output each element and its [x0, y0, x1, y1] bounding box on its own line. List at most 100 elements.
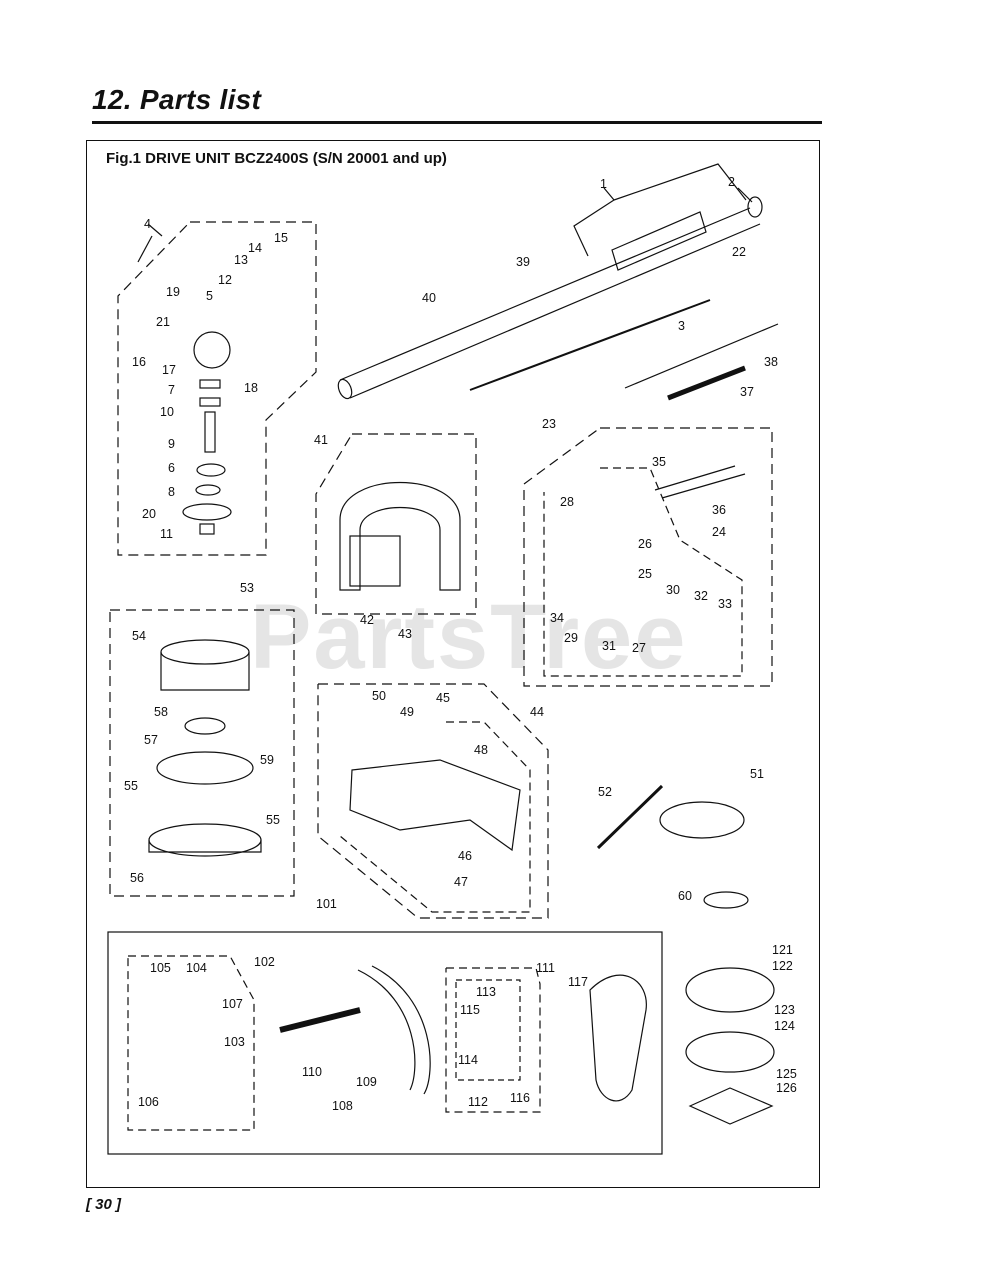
part-number-label: 107 — [222, 997, 243, 1011]
part-number-label: 40 — [422, 291, 436, 305]
part-number-label: 21 — [156, 315, 170, 329]
part-number-label: 117 — [568, 975, 588, 989]
part-number-label: 44 — [530, 705, 544, 719]
part-number-label: 43 — [398, 627, 412, 641]
part-number-label: 32 — [694, 589, 708, 603]
part-number-label: 9 — [168, 437, 175, 451]
part-number-label: 42 — [360, 613, 374, 627]
group-box-4 — [117, 221, 317, 556]
page-title: 12. Parts list — [92, 84, 262, 115]
group-box-23 — [523, 427, 773, 687]
part-number-label: 109 — [356, 1075, 377, 1089]
part-number-label: 125 — [776, 1067, 797, 1081]
part-number-label: 57 — [144, 733, 158, 747]
part-number-label: 22 — [732, 245, 746, 259]
part-number-label: 8 — [168, 485, 175, 499]
group-box-111 — [445, 967, 541, 1113]
part-number-label: 113 — [476, 985, 496, 999]
group-box-102 — [127, 955, 255, 1131]
group-box-112 — [455, 979, 521, 1081]
part-number-label: 17 — [162, 363, 176, 377]
part-number-label: 7 — [168, 383, 175, 397]
part-number-label: 49 — [400, 705, 414, 719]
group-box-45 — [339, 721, 531, 913]
part-number-labels: 1 2 3 4 5 6 7 8 9 10 11 12 13 14 15 16 1… — [124, 175, 797, 1113]
group-box-24 — [543, 467, 743, 677]
part-number-label: 34 — [550, 611, 564, 625]
part-number-label: 25 — [638, 567, 652, 581]
part-number-label: 124 — [774, 1019, 795, 1033]
part-number-label: 58 — [154, 705, 168, 719]
part-number-label: 102 — [254, 955, 275, 969]
part-number-label: 31 — [602, 639, 616, 653]
part-number-label: 39 — [516, 255, 530, 269]
part-number-label: 14 — [248, 241, 262, 255]
part-number-label: 37 — [740, 385, 754, 399]
part-number-label: 6 — [168, 461, 175, 475]
group-box-101 — [107, 931, 663, 1155]
part-number-label: 126 — [776, 1081, 797, 1095]
page-number: [ 30 ] — [86, 1196, 122, 1213]
part-number-label: 110 — [302, 1065, 322, 1079]
part-number-label: 59 — [260, 753, 274, 767]
part-number-label: 55 — [266, 813, 280, 827]
part-number-label: 15 — [274, 231, 288, 245]
part-number-label: 105 — [150, 961, 171, 975]
part-number-label: 60 — [678, 889, 692, 903]
part-number-label: 10 — [160, 405, 174, 419]
part-number-label: 20 — [142, 507, 156, 521]
part-number-label: 1 — [600, 177, 607, 191]
part-number-label: 114 — [458, 1053, 478, 1067]
part-number-label: 26 — [638, 537, 652, 551]
part-number-label: 116 — [510, 1091, 530, 1105]
part-number-label: 29 — [564, 631, 578, 645]
part-number-label: 54 — [132, 629, 146, 643]
part-number-label: 104 — [186, 961, 207, 975]
part-number-label: 48 — [474, 743, 488, 757]
title-rule — [92, 121, 822, 124]
part-number-label: 115 — [460, 1003, 480, 1017]
part-number-label: 2 — [728, 175, 735, 189]
part-number-label: 106 — [138, 1095, 159, 1109]
figure-frame — [86, 140, 820, 1188]
part-number-label: 4 — [144, 217, 151, 231]
part-number-label: 3 — [678, 319, 685, 333]
part-number-label: 23 — [542, 417, 556, 431]
part-number-label: 111 — [536, 961, 555, 975]
part-number-label: 27 — [632, 641, 646, 655]
part-number-label: 38 — [764, 355, 778, 369]
group-box-41 — [315, 433, 477, 615]
part-number-label: 35 — [652, 455, 666, 469]
part-number-label: 33 — [718, 597, 732, 611]
watermark: PartsTree — [250, 586, 688, 688]
group-box-44 — [317, 683, 549, 919]
part-number-label: 41 — [314, 433, 328, 447]
part-number-label: 36 — [712, 503, 726, 517]
part-number-label: 121 — [772, 943, 793, 957]
part-number-label: 13 — [234, 253, 248, 267]
part-number-label: 122 — [772, 959, 793, 973]
part-number-label: 28 — [560, 495, 574, 509]
part-number-label: 46 — [458, 849, 472, 863]
part-number-label: 50 — [372, 689, 386, 703]
part-number-label: 108 — [332, 1099, 353, 1113]
part-number-label: 30 — [666, 583, 680, 597]
part-number-label: 45 — [436, 691, 450, 705]
part-number-label: 12 — [218, 273, 232, 287]
part-number-label: 52 — [598, 785, 612, 799]
part-number-label: 19 — [166, 285, 180, 299]
part-number-label: 103 — [224, 1035, 245, 1049]
drive-shaft-tube — [339, 207, 761, 399]
part-number-label: 11 — [160, 527, 173, 541]
part-number-label: 24 — [712, 525, 726, 539]
group-box-53 — [109, 609, 295, 897]
part-number-label: 53 — [240, 581, 254, 595]
figure-title: Fig.1 DRIVE UNIT BCZ2400S (S/N 20001 and… — [106, 150, 447, 167]
part-number-label: 18 — [244, 381, 258, 395]
part-number-label: 47 — [454, 875, 468, 889]
part-number-label: 112 — [468, 1095, 488, 1109]
part-number-label: 123 — [774, 1003, 795, 1017]
part-number-label: 55 — [124, 779, 138, 793]
part-number-label: 56 — [130, 871, 144, 885]
